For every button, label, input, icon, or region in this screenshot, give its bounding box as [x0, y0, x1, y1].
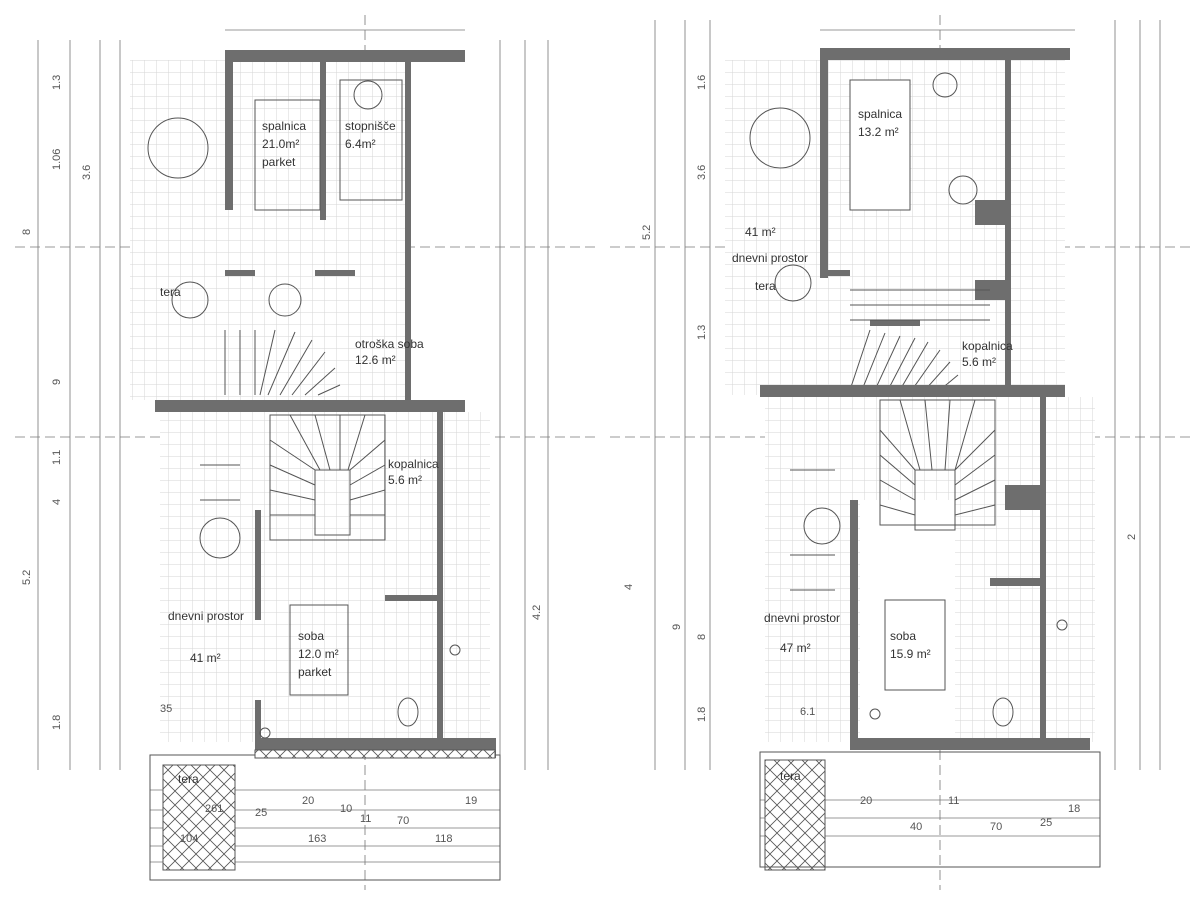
room-area-label: 47 m²: [780, 641, 811, 655]
dimension-label: 4: [51, 499, 63, 505]
room-area-label: 41 m²: [190, 651, 221, 665]
room-name-label: kopalnica: [962, 339, 1013, 353]
dimension-label: 163: [308, 833, 326, 845]
dimension-label: 1.8: [696, 707, 708, 722]
left-bottom-wall: [255, 738, 495, 750]
room-area-label: 15.9 m²: [890, 647, 931, 661]
room-name-label: soba: [890, 629, 916, 643]
dimension-label: 5.2: [21, 570, 33, 585]
right-lower-stair: [879, 399, 996, 531]
dimension-label: 11: [360, 813, 371, 825]
dimension-label: 4.2: [531, 605, 543, 620]
left-upper-wall-top: [225, 50, 465, 62]
dimension-label: 70: [397, 815, 409, 827]
dimension-label: 1.3: [696, 325, 708, 340]
right-plan-dimension-labels: 1.6 3.6 5.2 8 9 1.8 1.3 2 4 40 70 25 18 …: [623, 75, 1138, 833]
dimension-label: 1.06: [51, 149, 63, 170]
dimension-label: 104: [180, 833, 198, 845]
dimension-label: 4: [623, 584, 635, 590]
dimension-label: 10: [340, 803, 352, 815]
right-middle-wall: [760, 385, 1065, 397]
room-name-label: kopalnica: [388, 457, 439, 471]
right-floor-plan: [610, 15, 1195, 890]
room-floor-label: parket: [298, 665, 332, 679]
room-name-label: tera: [178, 772, 199, 786]
dimension-label: 5.2: [641, 225, 653, 240]
room-area-label: 21.0m²: [262, 137, 299, 151]
dimension-label: 35: [160, 703, 172, 715]
dimension-label: 40: [910, 821, 922, 833]
dimension-label: 1.1: [51, 450, 63, 465]
room-name-label: tera: [160, 285, 181, 299]
dimension-label: 9: [51, 379, 63, 385]
room-name-label: dnevni prostor: [168, 609, 244, 623]
room-floor-label: parket: [262, 155, 296, 169]
dimension-label: 118: [435, 833, 453, 845]
dimension-label: 1.3: [51, 75, 63, 90]
left-plan-room-labels: spalnica 21.0m² parket stopnišče 6.4m² t…: [160, 119, 439, 786]
dimension-label: 1.8: [51, 715, 63, 730]
room-name-label: otroška soba: [355, 337, 424, 351]
dimension-label: 6.1: [800, 706, 815, 718]
room-area-label: 6.4m²: [345, 137, 376, 151]
room-name-label: dnevni prostor: [764, 611, 840, 625]
dimension-label: 8: [21, 229, 33, 235]
room-area-label: 41 m²: [745, 225, 776, 239]
right-upper-wall-top: [820, 48, 1070, 60]
room-area-label: 13.2 m²: [858, 125, 899, 139]
dimension-label: 25: [255, 807, 267, 819]
right-plan-room-labels: spalnica 13.2 m² dnevni prostor 41 m² te…: [732, 107, 1013, 783]
left-middle-wall: [155, 400, 465, 412]
room-area-label: 5.6 m²: [962, 355, 996, 369]
dimension-label: 261: [205, 803, 223, 815]
dimension-label: 3.6: [696, 165, 708, 180]
room-area-label: 12.0 m²: [298, 647, 339, 661]
left-upper-stair: [224, 329, 341, 396]
dimension-label: 8: [696, 634, 708, 640]
dimension-label: 11: [948, 795, 959, 807]
dimension-label: 20: [860, 795, 872, 807]
right-upper-stair: [849, 289, 990, 391]
dimension-label: 9: [671, 624, 683, 630]
dimension-label: 70: [990, 821, 1002, 833]
dimension-label: 20: [302, 795, 314, 807]
left-terrace-hatch: [162, 764, 236, 871]
right-terrace-hatch: [764, 759, 826, 871]
dimension-label: 19: [465, 795, 477, 807]
room-name-label: spalnica: [262, 119, 306, 133]
left-lower-stair: [269, 414, 386, 541]
room-name-label: soba: [298, 629, 324, 643]
dimension-label: 2: [1126, 534, 1138, 540]
dimension-label: 1.6: [696, 75, 708, 90]
dimension-label: 25: [1040, 817, 1052, 829]
room-name-label: tera: [755, 279, 776, 293]
right-bottom-wall: [850, 738, 1090, 750]
dimension-label: 3.6: [81, 165, 93, 180]
left-plan-dimension-labels: 1.3 1.06 3.6 5.2 4 9 8 1.8 1.1 4.2 163 1…: [21, 75, 543, 845]
dimension-label: 18: [1068, 803, 1080, 815]
room-name-label: stopnišče: [345, 119, 396, 133]
room-name-label: dnevni prostor: [732, 251, 808, 265]
room-area-label: 12.6 m²: [355, 353, 396, 367]
left-floor-plan: [15, 15, 600, 890]
room-area-label: 5.6 m²: [388, 473, 422, 487]
room-name-label: tera: [780, 769, 801, 783]
room-name-label: spalnica: [858, 107, 902, 121]
